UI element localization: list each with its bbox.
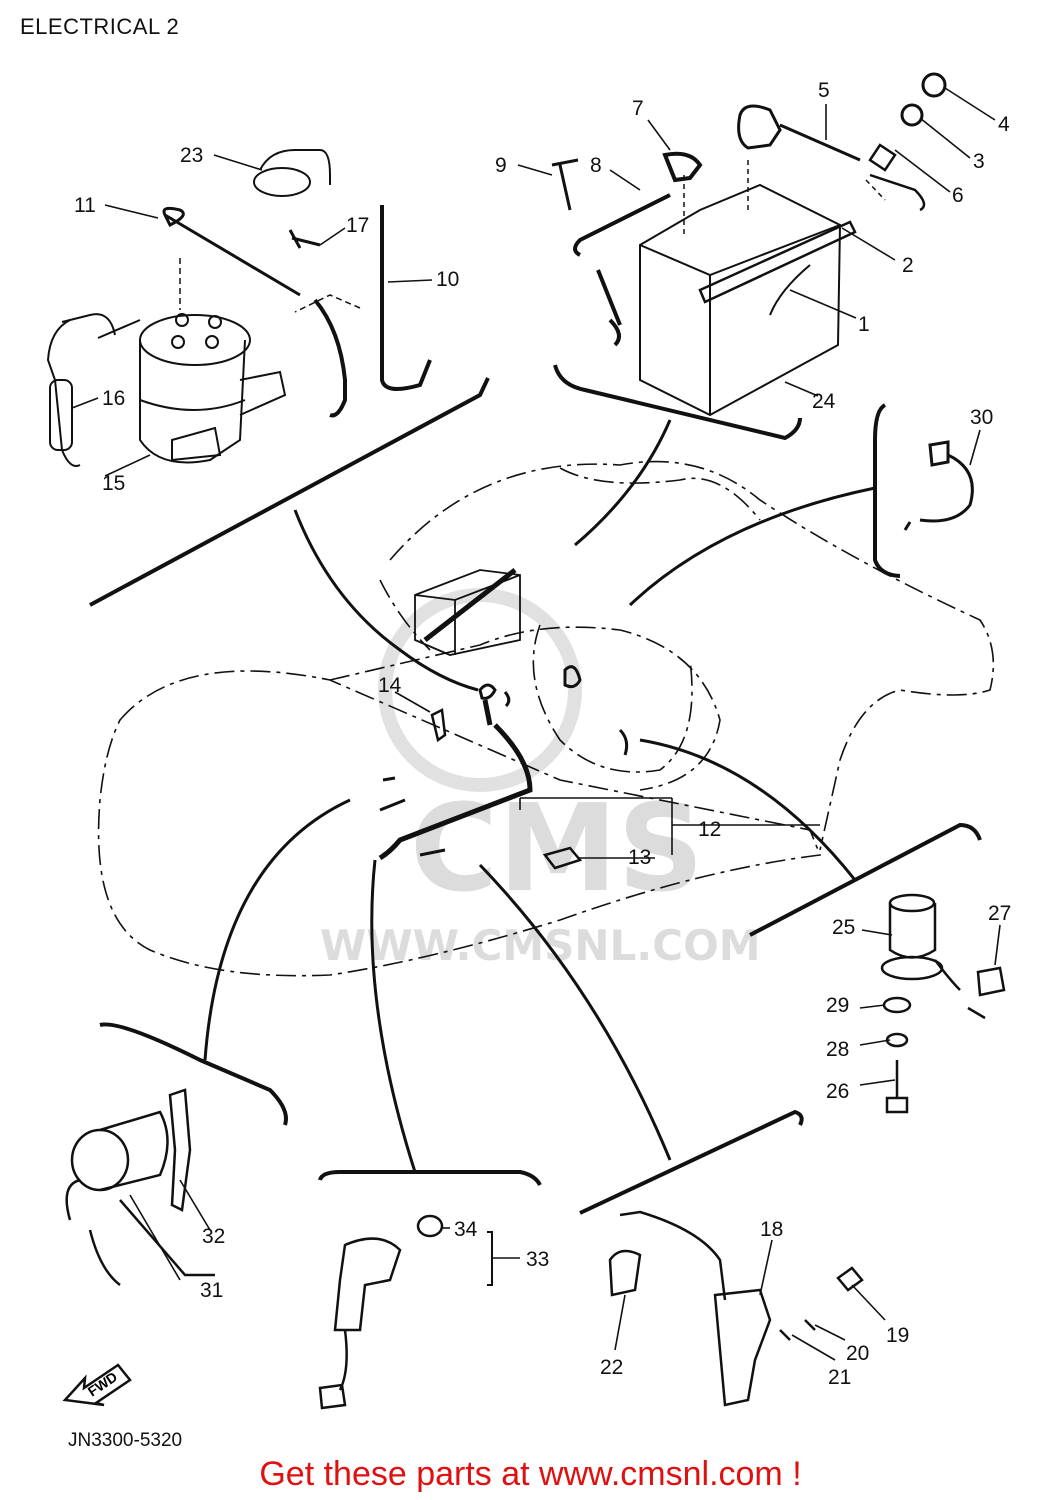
callout-31: 31 [200, 1279, 223, 1302]
callout-leaders [71, 87, 1001, 1361]
watermark-url: WWW.CMSNL.COM [320, 921, 761, 970]
sensor-plug [563, 665, 629, 756]
bolt-9 [551, 158, 579, 211]
callout-16: 16 [102, 387, 125, 410]
callout-21: 21 [828, 1366, 851, 1389]
switch-13 [542, 846, 583, 870]
connector-30 [903, 440, 974, 531]
frame-connector-group [873, 403, 901, 578]
leader-solenoid [293, 509, 479, 692]
callout-30: 30 [970, 406, 993, 429]
battery-cable-8 [573, 151, 703, 257]
callout-12: 12 [698, 818, 721, 841]
relay-cable-11 [162, 206, 301, 297]
callout-23: 23 [180, 144, 203, 167]
callout-11: 11 [74, 194, 96, 217]
main-switch-31 [65, 1088, 215, 1286]
callout-22: 22 [600, 1356, 623, 1379]
connectors-harness [379, 776, 446, 857]
bolt-17 [288, 229, 321, 249]
battery-cap-5 [737, 104, 861, 162]
relay-lead [313, 298, 347, 418]
frame-cap-group [318, 1170, 542, 1186]
callout-4: 4 [998, 113, 1010, 136]
callout-26: 26 [826, 1080, 849, 1103]
harness-12 [378, 699, 533, 861]
callout-25: 25 [832, 916, 855, 939]
plug-cap-33 [318, 1214, 444, 1410]
bolt-26 [885, 1060, 909, 1114]
nut-4 [921, 72, 947, 98]
diagram-code: JN3300-5320 [68, 1430, 183, 1451]
battery-part-24 [639, 183, 857, 417]
callout-27: 27 [988, 902, 1011, 925]
leader-battery [574, 419, 672, 547]
callout-14: 14 [378, 674, 402, 697]
washer-29 [882, 996, 912, 1014]
relay-fuse-harness [46, 313, 141, 467]
callout-17: 17 [346, 214, 369, 237]
battery-cable-10 [380, 205, 432, 391]
callout-32: 32 [202, 1225, 225, 1248]
leader-cap [370, 859, 417, 1173]
callout-3: 3 [973, 150, 985, 173]
promo-link[interactable]: Get these parts at www.cmsnl.com ! [259, 1455, 802, 1493]
callout-6: 6 [952, 184, 964, 207]
frame-main-switch-group [99, 1022, 288, 1126]
clamp-27 [976, 966, 1006, 997]
callout-5: 5 [818, 79, 830, 102]
frame-solenoid-group [89, 377, 490, 607]
frame-fuel-pump-group [579, 1109, 804, 1215]
washer-3 [900, 103, 924, 127]
callout-13: 13 [628, 846, 651, 869]
frame-battery-group [553, 364, 802, 441]
callout-15: 15 [102, 472, 125, 495]
neutral-switch-25 [880, 893, 986, 1020]
callout-34: 34 [454, 1218, 478, 1241]
relay-mini [478, 683, 511, 708]
fuel-cock-18 [619, 1210, 864, 1407]
callout-29: 29 [826, 994, 849, 1017]
callout-19: 19 [886, 1324, 909, 1347]
bracket-33 [487, 1231, 493, 1286]
dashed-battery [683, 160, 886, 235]
key-14 [430, 708, 447, 743]
callout-numbers: 1 2 3 4 5 6 7 8 9 10 11 12 13 14 15 16 1… [74, 79, 1011, 1389]
frame-neutral-switch-group [749, 822, 982, 937]
terminal-6 [868, 143, 926, 212]
watermark: CMS WWW.CMSNL.COM [320, 588, 761, 970]
callout-2: 2 [902, 254, 914, 277]
callout-33: 33 [526, 1248, 549, 1271]
callout-7: 7 [632, 97, 644, 120]
leader-fuel-pump [478, 863, 672, 1161]
starter-relay-part [139, 313, 287, 464]
leader-dashed [179, 258, 361, 313]
battery-neg-cable [596, 269, 622, 347]
callout-20: 20 [846, 1342, 869, 1365]
watermark-brand: CMS [410, 780, 704, 919]
callout-9: 9 [495, 154, 507, 177]
clamp-22 [608, 1249, 642, 1297]
forward-arrow: FWD [62, 1363, 132, 1407]
leader-main-switch [203, 798, 351, 1061]
callout-10: 10 [436, 268, 459, 291]
relay-cover-23 [253, 149, 331, 197]
callout-1: 1 [858, 313, 870, 336]
callout-18: 18 [760, 1218, 783, 1241]
callout-8: 8 [590, 154, 602, 177]
diagram-title: ELECTRICAL 2 [20, 14, 180, 39]
leader-connector [628, 486, 876, 607]
leader-neutral-switch [639, 738, 857, 881]
callout-28: 28 [826, 1038, 849, 1061]
callout-24: 24 [812, 390, 836, 413]
